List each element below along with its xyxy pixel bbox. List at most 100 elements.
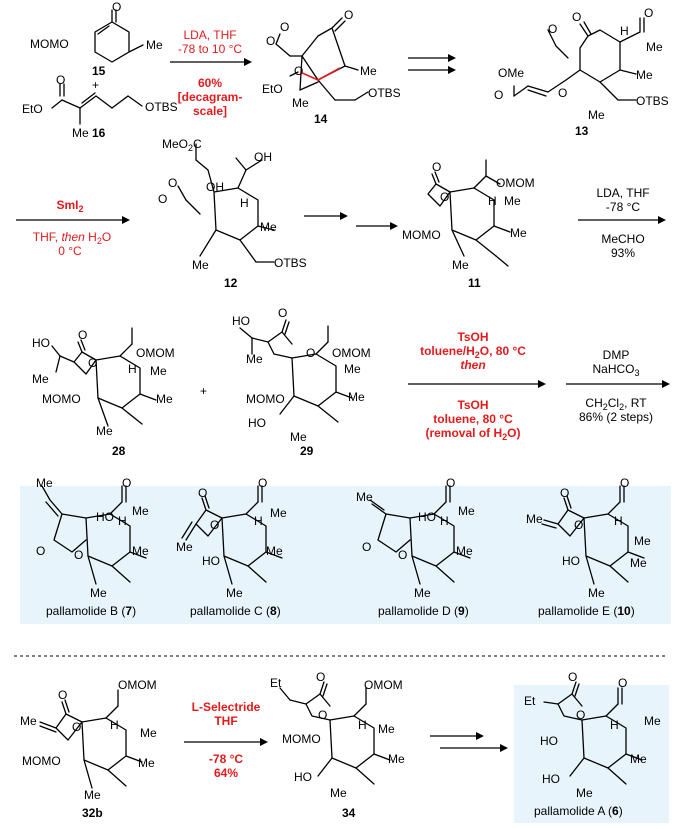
pb-o2: O [36, 544, 46, 558]
c32b-me2: Me [138, 756, 155, 770]
plus-sign-1: + [92, 78, 100, 92]
c34-momo: MOMO [282, 732, 321, 746]
c28-momo: MOMO [42, 392, 81, 406]
structure-pallamolide-e [541, 485, 645, 585]
c32b-me: Me [20, 714, 37, 728]
compound-label-14: 14 [314, 112, 328, 126]
c34-me1: Me [378, 722, 395, 736]
pd-ho: HO [418, 510, 436, 524]
c29-momo: MOMO [246, 392, 285, 406]
compound-label-32b: 32b [82, 806, 103, 820]
pd-o3: O [398, 548, 408, 562]
c11-o2: O [440, 190, 450, 204]
c13-me2: Me [636, 68, 653, 82]
c16-me: Me [72, 126, 89, 140]
c13-o2: O [572, 10, 582, 24]
c14-o3: O [294, 64, 304, 78]
step6-reductant: L-Selectride [191, 700, 261, 714]
c12-me1: Me [260, 220, 277, 234]
pd-me2: Me [458, 504, 475, 518]
c29-omom: OMOM [332, 346, 371, 360]
c34-me2: Me [388, 752, 405, 766]
step1-yield: 60% [197, 76, 223, 90]
compound-label-11: 11 [468, 276, 481, 290]
pa-me2: Me [630, 752, 647, 766]
c34-o2: O [318, 708, 328, 722]
c13-ome: OMe [498, 66, 525, 80]
structure-12 [177, 143, 275, 263]
c28-h: H [128, 362, 137, 376]
pc-o2: O [258, 476, 268, 490]
c29-o2: O [306, 346, 316, 360]
pb-me: Me [36, 476, 53, 490]
structure-29 [239, 319, 353, 423]
c11-momo: MOMO [402, 228, 441, 242]
step4-water-removal: (removal of H2O) [425, 426, 521, 442]
pc-o: O [198, 486, 208, 500]
step5-solvent: CH2Cl2, RT [585, 396, 647, 412]
c29-me1: Me [344, 362, 361, 376]
c14-me1: Me [360, 64, 377, 78]
pa-et: Et [524, 694, 536, 708]
pd-me3: Me [456, 544, 473, 558]
c13-o4: O [494, 88, 504, 102]
c28-me3: Me [96, 424, 113, 438]
c28-me-side: Me [32, 372, 49, 386]
c16-o: O [56, 73, 66, 87]
step3-reagent: LDA, THF [596, 186, 650, 200]
pc-ho: HO [202, 554, 220, 568]
step3-yield: 93% [610, 246, 636, 260]
structure-14 [275, 17, 369, 101]
natural-products-panel [20, 486, 671, 624]
c16-eto: EtO [22, 102, 43, 116]
pc-me1: Me [270, 506, 287, 520]
c11-h: H [488, 194, 497, 208]
step5-base: NaHCO3 [592, 362, 640, 378]
pd-o: O [446, 476, 456, 490]
pa-ho2: HO [542, 772, 560, 786]
c12-ome: O [168, 176, 178, 190]
c11-me1: Me [504, 194, 521, 208]
c12-o: O [158, 192, 168, 206]
c12-h: H [240, 196, 249, 210]
pd-me: Me [356, 490, 373, 504]
pa-ho: HO [540, 734, 558, 748]
c12-oh2: OH [206, 180, 224, 194]
c29-ho: HO [232, 314, 250, 328]
c14-otbs: OTBS [368, 86, 401, 100]
c14-o: O [344, 8, 354, 22]
step1-reagent: LDA, THF [183, 28, 237, 42]
pd-o2: O [362, 540, 372, 554]
structure-11 [427, 159, 511, 267]
c11-omom: OMOM [496, 176, 535, 190]
pallamolide-b-label: pallamolide B (7) [46, 604, 137, 618]
pa-o3: O [576, 708, 586, 722]
c32b-o2: O [72, 720, 82, 734]
pe-o3: O [574, 518, 584, 532]
step1-scale-2: scale] [192, 104, 228, 118]
compound-label-12: 12 [224, 276, 238, 290]
structure-pallamolide-d [369, 485, 471, 585]
step4-solvent-2: toluene, 80 °C [433, 412, 513, 426]
pallamolide-a-panel [514, 685, 669, 823]
pb-ho: HO [96, 510, 114, 524]
step4-acid-2: TsOH [457, 398, 489, 412]
c12-otbs: OTBS [274, 256, 307, 270]
pb-me2: Me [132, 504, 149, 518]
step4-acid: TsOH [457, 330, 489, 344]
step1-temp: -78 to 10 °C [177, 42, 243, 56]
pe-me1: Me [634, 534, 651, 548]
step6-temp: -78 °C [208, 752, 244, 766]
step6-solvent: THF [214, 714, 238, 728]
pb-o3: O [74, 548, 84, 562]
c28-omom: OMOM [136, 346, 175, 360]
c12-meo2c: MeO2C [162, 137, 202, 153]
structure-28 [51, 327, 157, 427]
c32b-momo: MOMO [22, 754, 61, 768]
c34-me3: Me [330, 786, 347, 800]
c13-me1: Me [646, 40, 663, 54]
c29-me2: Me [348, 390, 365, 404]
c29-o: O [278, 306, 288, 320]
pc-me3: Me [226, 586, 243, 600]
c28-o2: O [88, 356, 98, 370]
